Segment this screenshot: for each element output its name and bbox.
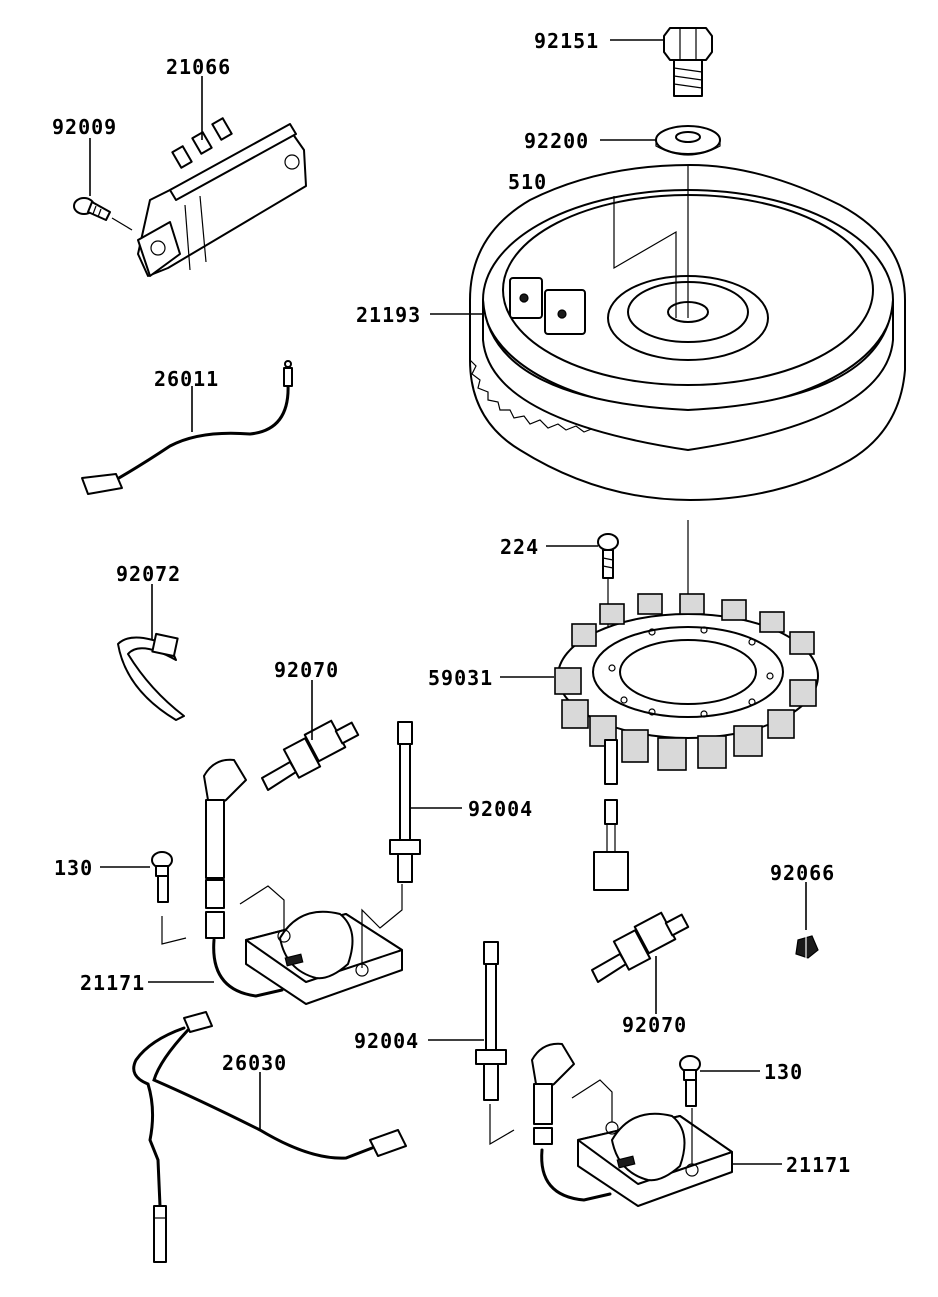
screw-224	[597, 533, 619, 579]
spark-plug-92070-lower	[591, 911, 690, 983]
wire-harness-26030	[132, 1011, 407, 1263]
label-224: 224	[500, 535, 539, 559]
label-92072: 92072	[116, 562, 181, 586]
bolt-130-upper	[151, 851, 173, 903]
washer-92200	[655, 125, 721, 156]
bolt-130-lower	[679, 1055, 701, 1107]
label-21193: 21193	[356, 303, 421, 327]
regulator-21066	[137, 117, 307, 277]
label-92004-upper: 92004	[468, 797, 533, 821]
nut-92066	[795, 934, 819, 959]
label-92200: 92200	[524, 129, 589, 153]
label-510: 510	[508, 170, 547, 194]
label-92070-upper: 92070	[274, 658, 339, 682]
lead-26011	[81, 360, 293, 495]
ignition-coil-21171-lower	[531, 1042, 733, 1207]
bolt-92151	[663, 27, 713, 97]
label-21171-upper: 21171	[80, 971, 145, 995]
label-130-lower: 130	[764, 1060, 803, 1084]
label-92066: 92066	[770, 861, 835, 885]
label-59031: 59031	[428, 666, 493, 690]
ignition-coil-21171-upper	[203, 758, 403, 1005]
label-92070-lower: 92070	[622, 1013, 687, 1037]
label-92009: 92009	[52, 115, 117, 139]
label-21066: 21066	[166, 55, 231, 79]
clamp-92072	[117, 632, 185, 721]
label-21171-lower: 21171	[786, 1153, 851, 1177]
label-130-upper: 130	[54, 856, 93, 880]
stator-59031	[554, 593, 819, 891]
label-92151: 92151	[534, 29, 599, 53]
label-92004-lower: 92004	[354, 1029, 419, 1053]
label-26011: 26011	[154, 367, 219, 391]
spark-plug-92070-upper	[261, 719, 360, 791]
stud-92004-lower	[475, 941, 507, 1101]
stud-92004-upper	[389, 721, 421, 883]
label-26030: 26030	[222, 1051, 287, 1075]
screw-92009	[73, 197, 111, 221]
